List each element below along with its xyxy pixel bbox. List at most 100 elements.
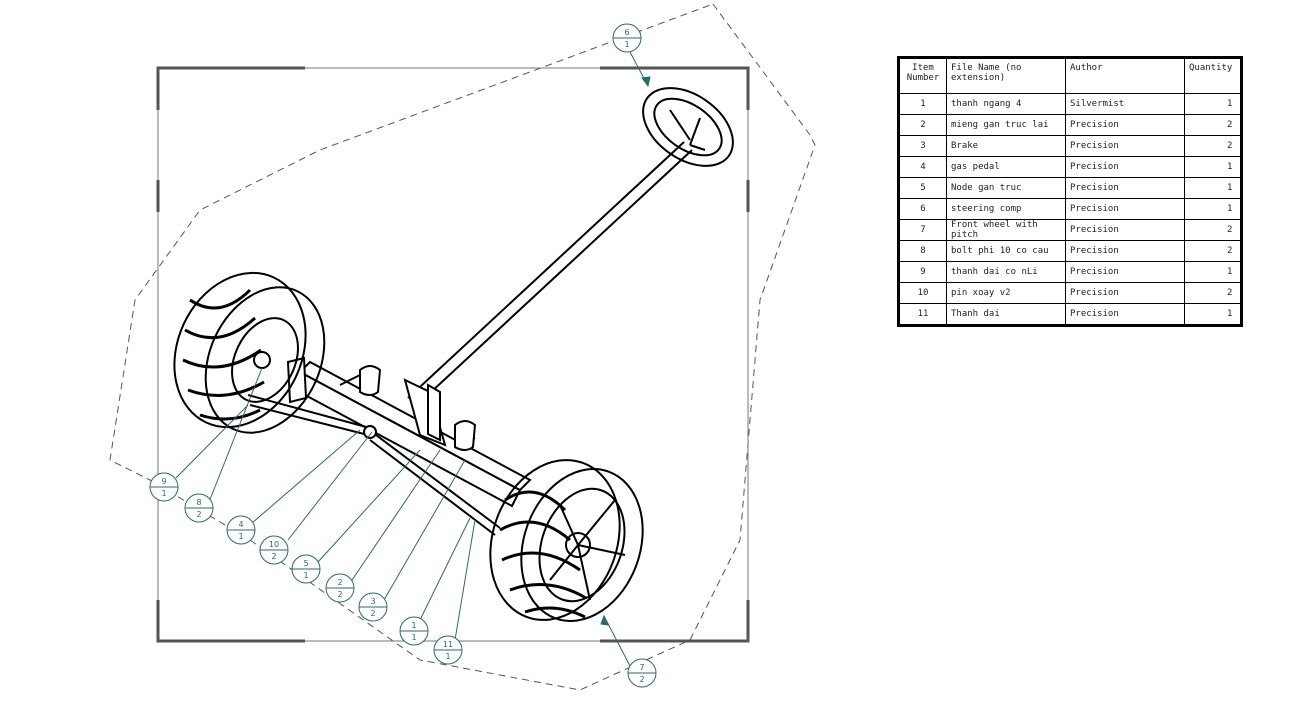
balloon-qty: 1 [445,652,450,661]
cell-file: steering comp [946,198,1066,220]
cell-qty: 1 [1183,303,1243,326]
cell-author: Precision [1065,303,1185,326]
balloon-item: 1 [411,621,416,630]
leader-lines [175,51,651,667]
cell-file: pin xoay v2 [946,282,1066,304]
balloon-item: 8 [196,498,201,507]
balloon-9: 9 1 [149,472,179,502]
cell-item: 8 [898,240,947,262]
balloon-qty: 2 [196,510,201,519]
table-header-row: Item Number File Name (no extension) Aut… [898,57,1243,94]
balloon-qty: 2 [337,590,342,599]
cell-file: bolt phi 10 co cau [946,240,1066,262]
balloon-qty: 2 [370,609,375,618]
balloon-6: 6 1 [612,23,642,53]
balloon-qty: 2 [639,675,644,684]
balloon-5: 5 1 [291,554,321,584]
cell-item: 7 [898,219,947,241]
cell-author: Precision [1065,114,1185,136]
detail-boundary-dashed [109,3,816,691]
right-wheel [489,459,644,622]
cell-author: Silvermist [1065,93,1185,115]
cell-qty: 2 [1183,282,1243,304]
header-author: Author [1065,57,1185,94]
balloon-item: 7 [639,663,644,672]
balloon-qty: 1 [624,40,629,49]
cell-qty: 2 [1183,240,1243,262]
cell-item: 6 [898,198,947,220]
chassis-frame [247,356,532,536]
balloon-item: 10 [269,540,279,549]
cell-file: Thanh dai [946,303,1066,326]
cell-file: mieng gan truc lai [946,114,1066,136]
cell-item: 11 [898,303,947,326]
header-file-name: File Name (no extension) [946,57,1066,94]
cell-qty: 1 [1183,261,1243,283]
balloon-10: 10 2 [259,535,289,565]
balloon-item: 5 [303,559,308,568]
cell-item: 5 [898,177,947,199]
balloon-4: 4 1 [226,515,256,545]
header-item-number: Item Number [898,57,947,94]
cell-author: Precision [1065,156,1185,178]
balloon-item: 9 [161,477,166,486]
cell-author: Precision [1065,261,1185,283]
parts-list-table: Item Number File Name (no extension) Aut… [897,56,1244,327]
balloon-11: 11 1 [433,635,463,665]
balloon-item: 4 [238,520,243,529]
cell-file: gas pedal [946,156,1066,178]
cell-author: Precision [1065,240,1185,262]
cell-item: 10 [898,282,947,304]
balloon-7: 7 2 [627,658,657,688]
steering-column [407,141,693,407]
cell-qty: 1 [1183,177,1243,199]
balloon-qty: 1 [161,489,166,498]
left-wheel [173,271,326,434]
balloon-qty: 1 [238,532,243,541]
cell-author: Precision [1065,219,1185,241]
header-quantity: Quantity [1183,57,1243,94]
balloon-8: 8 2 [184,493,214,523]
balloon-qty: 1 [303,571,308,580]
cell-qty: 1 [1183,198,1243,220]
balloon-qty: 2 [271,552,276,561]
balloon-3: 3 2 [358,592,388,622]
steering-wheel [642,87,734,167]
balloon-1: 1 1 [399,616,429,646]
view-frame [156,66,750,643]
cell-file: Brake [946,135,1066,157]
cell-qty: 2 [1183,135,1243,157]
balloon-2: 2 2 [325,573,355,603]
cell-file: Node gan truc [946,177,1066,199]
cell-file: Front wheel with pitch [946,219,1066,241]
cell-item: 3 [898,135,947,157]
cell-item: 4 [898,156,947,178]
cell-qty: 1 [1183,156,1243,178]
cell-item: 2 [898,114,947,136]
cell-qty: 2 [1183,114,1243,136]
cell-item: 1 [898,93,947,115]
cell-qty: 1 [1183,93,1243,115]
cell-file: thanh ngang 4 [946,93,1066,115]
cell-item: 9 [898,261,947,283]
cell-author: Precision [1065,198,1185,220]
cell-author: Precision [1065,177,1185,199]
cell-file: thanh dai co nLi [946,261,1066,283]
cell-author: Precision [1065,282,1185,304]
balloon-item: 11 [443,640,453,649]
balloon-item: 2 [337,578,342,587]
cell-author: Precision [1065,135,1185,157]
balloon-item: 6 [624,28,629,37]
balloon-qty: 1 [411,633,416,642]
